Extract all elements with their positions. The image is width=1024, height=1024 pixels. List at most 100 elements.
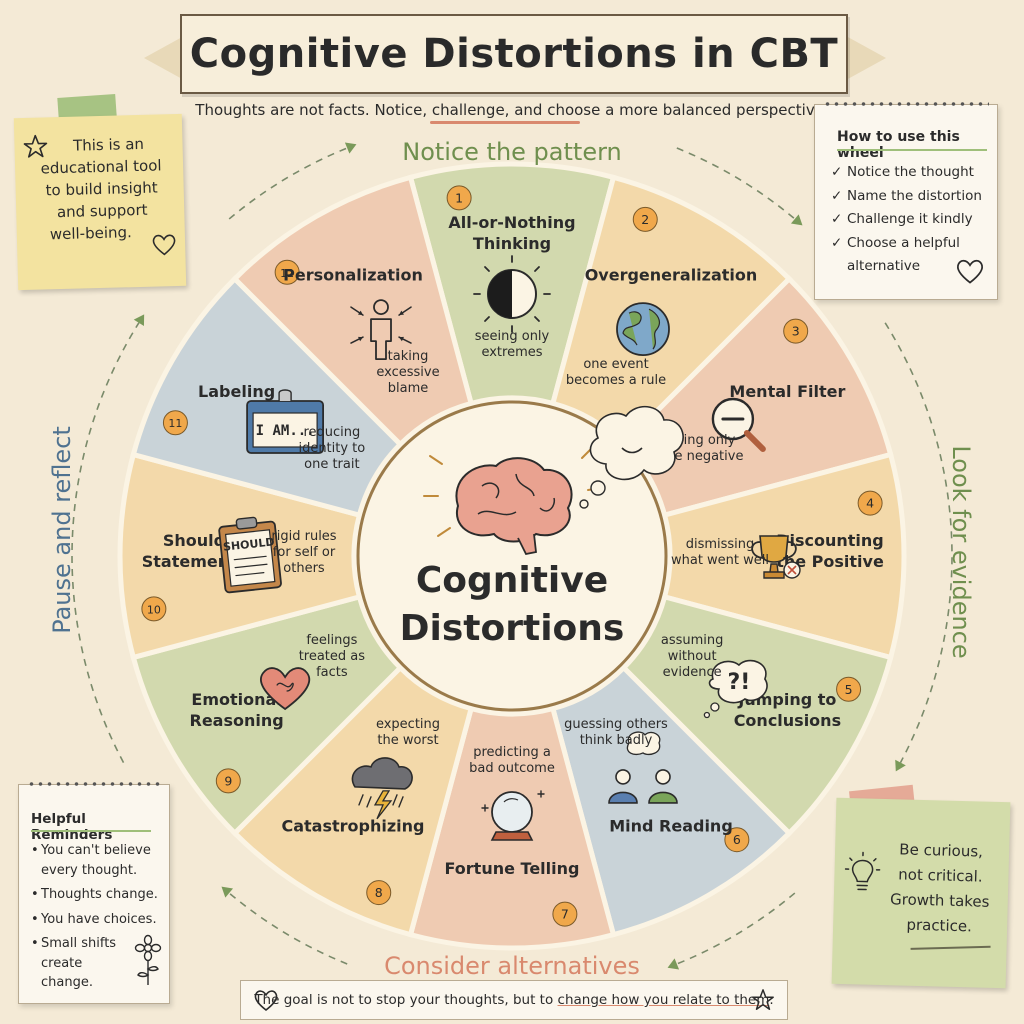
page-title: Cognitive Distortions in CBT: [189, 31, 839, 77]
distortion-name-line: Fortune Telling: [445, 859, 580, 878]
distortion-name-line: Reasoning: [190, 711, 284, 730]
distortion-name: Catastrophizing: [281, 816, 424, 835]
number-badge-label: 12: [280, 267, 294, 280]
distortion-name-line: Overgeneralization: [585, 266, 758, 285]
distortion-description-line: feelings: [306, 633, 357, 648]
number-badge-label: 9: [224, 773, 232, 788]
list-item: alternative: [847, 258, 921, 274]
number-badge-label: 10: [147, 603, 161, 616]
number-badge-label: 1: [455, 190, 463, 205]
number-badge: [632, 206, 658, 232]
distortion-description-line: dismissing: [686, 537, 755, 552]
cycle-label-right: Look for evidence: [947, 445, 975, 658]
list-item: Thoughts change.: [31, 885, 166, 905]
segment-wedge: [231, 664, 475, 938]
segment-wedge: [549, 174, 793, 448]
distortion-name-line: Mind Reading: [609, 816, 733, 835]
star-icon: [752, 989, 774, 1010]
clipboard-label: SHOULD: [222, 535, 275, 553]
person-arrows-icon: [350, 299, 412, 361]
number-badge-label: 3: [792, 324, 800, 339]
banner-ribbon-right: [846, 36, 886, 80]
distortion-name-line: Thinking: [473, 234, 551, 253]
title-banner: Cognitive Distortions in CBT: [180, 14, 848, 94]
distortion-name-line: Conclusions: [734, 711, 841, 730]
how-to-list: ✓Notice the thought ✓Name the distortion…: [831, 161, 991, 279]
number-badge-label: 2: [641, 212, 649, 227]
number-badge: [162, 410, 188, 436]
distortion-description-line: guessing others: [564, 717, 668, 732]
number-badge-label: 7: [561, 907, 569, 922]
distortion-description-line: seeing only: [475, 329, 550, 344]
cycle-label-bottom: Consider alternatives: [384, 952, 640, 980]
how-to-title: How to use this wheel: [837, 129, 960, 161]
people-icon: [608, 731, 678, 804]
how-to-card: How to use this wheel ✓Notice the though…: [814, 99, 998, 300]
cycle-arrow: [228, 147, 348, 220]
reminders-list: You can't believe every thought. Thought…: [31, 841, 166, 998]
list-item: You can't believe every thought.: [31, 841, 166, 880]
distortion-description-line: taking: [388, 349, 429, 364]
distortion-description-line: bad outcome: [469, 761, 555, 776]
distortion-description-line: reducing: [303, 425, 360, 440]
arrow-head: [344, 142, 357, 154]
storm-cloud-icon: [351, 757, 413, 820]
list-item: ✓Choose a helpful: [831, 232, 991, 256]
number-badge: [857, 490, 883, 516]
distortion-description-line: identity to: [298, 441, 365, 456]
number-badge-label: 11: [168, 417, 182, 430]
list-item: ✓Name the distortion: [831, 185, 991, 209]
arrow-head: [790, 214, 803, 226]
segment-wedge: [130, 593, 404, 837]
reminders-title-underline: [31, 830, 151, 832]
check-icon: ✓: [831, 164, 843, 180]
encouragement-text: Be curious, not critical. Growth takes p…: [889, 840, 990, 936]
distortion-description-line: the worst: [377, 733, 438, 748]
distortion-name-line: Statements: [142, 552, 247, 571]
distortion-name-line: the Positive: [776, 552, 884, 571]
distortion-description-line: others: [283, 561, 325, 576]
check-icon: ✓: [831, 187, 843, 204]
distortion-name: Fortune Telling: [445, 859, 580, 878]
sticky-note-disclaimer: This is an educational tool to build ins…: [13, 113, 187, 291]
segment-wedge: [620, 593, 894, 837]
distortion-name: Mental Filter: [729, 382, 845, 401]
heart-icon: [260, 667, 311, 711]
crystal-ball-icon: [481, 790, 545, 841]
distortion-description-line: without: [668, 649, 717, 664]
distortion-name-line: Personalization: [283, 266, 423, 285]
star-icon: [23, 134, 48, 158]
subtitle-underline: [430, 121, 580, 124]
number-badge: [215, 768, 241, 794]
segment-wedge: [231, 174, 475, 448]
distortion-name: Labeling: [198, 382, 275, 401]
globe-icon: [616, 302, 670, 357]
segment-wedge: [130, 275, 404, 519]
number-badge: [274, 259, 300, 285]
number-badge: [366, 880, 392, 906]
cycle-label-top: Notice the pattern: [402, 138, 622, 166]
distortion-description-line: for self or: [273, 545, 336, 560]
center-label-line: Distortions: [400, 608, 625, 649]
center-circle: [356, 400, 668, 712]
number-badge-label: 8: [375, 885, 383, 900]
cycle-arrow: [884, 322, 953, 763]
thought-bubble-icon: [579, 405, 684, 509]
clipboard-icon: SHOULD: [218, 516, 282, 594]
cycle-arrow: [676, 147, 796, 220]
heart-icon: [956, 259, 984, 284]
half-circle-icon: [473, 255, 551, 333]
distortion-description-line: becomes a rule: [566, 373, 666, 388]
